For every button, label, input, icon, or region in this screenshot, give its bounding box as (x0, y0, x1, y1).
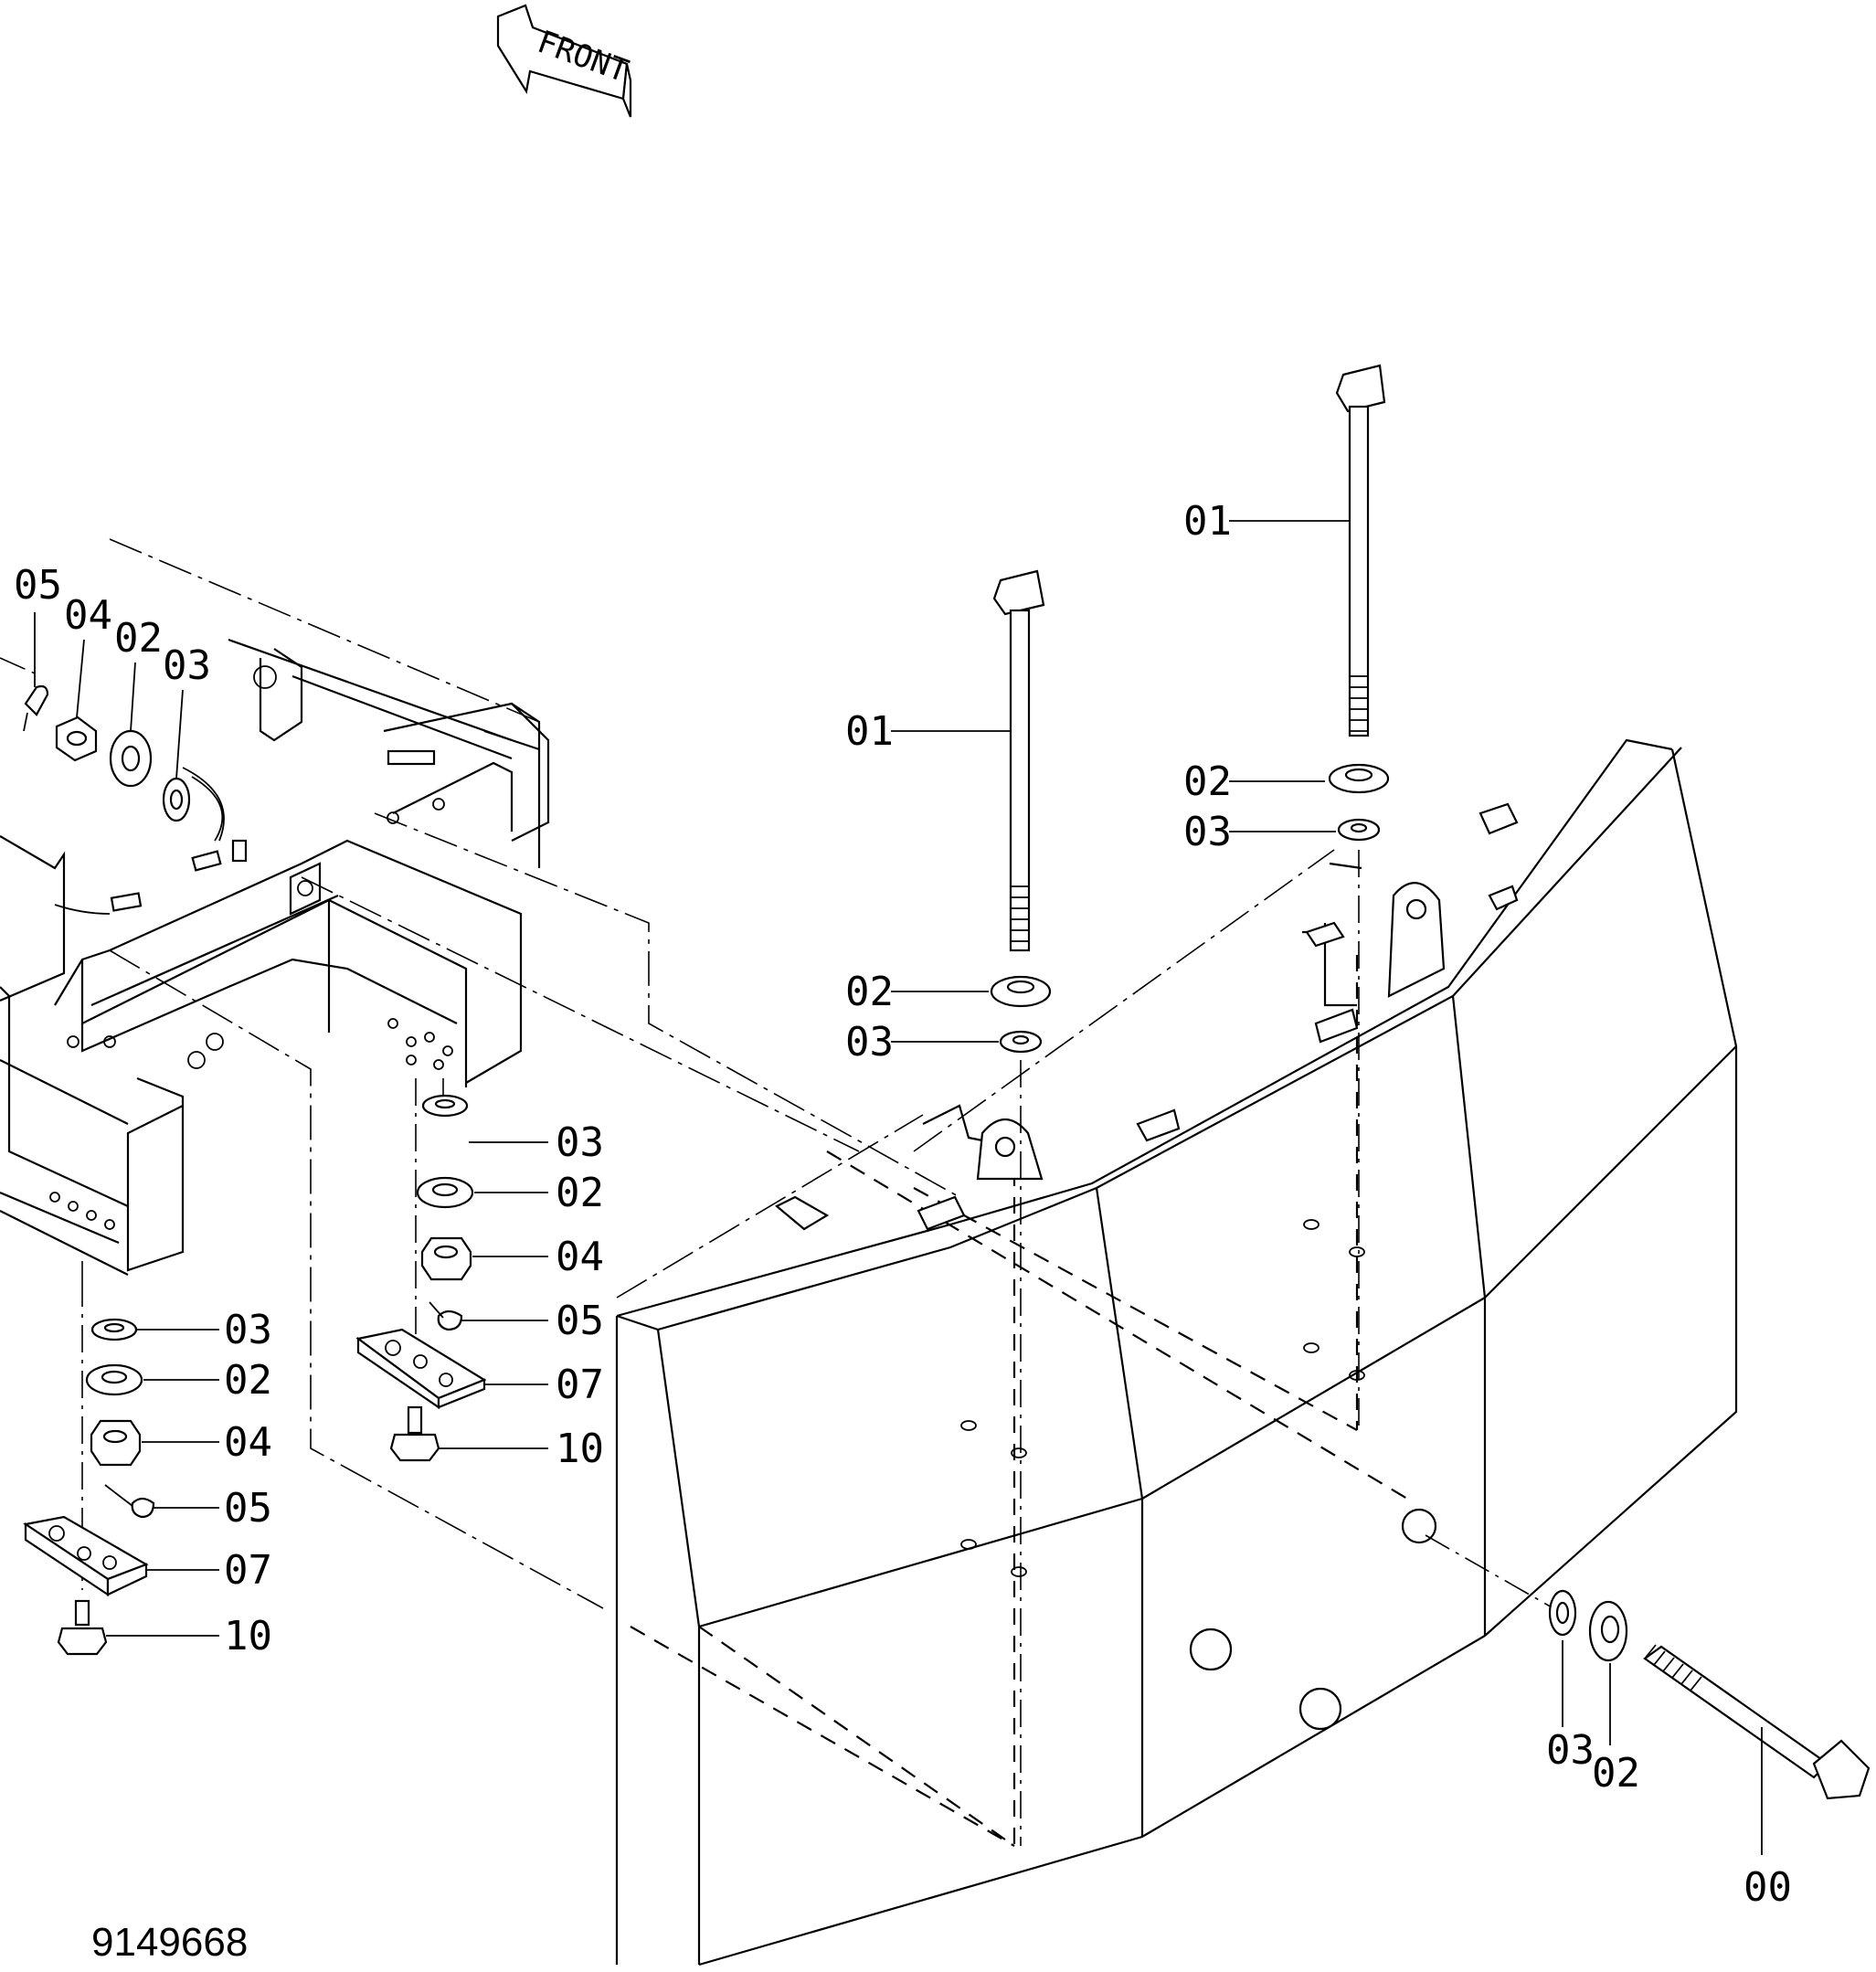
rear-lockwasher-callout: 03 (1546, 1727, 1595, 1774)
mid-screw-callout: 10 (556, 1426, 604, 1472)
counterweight (615, 738, 1738, 1967)
center-bolt-callout: 01 (845, 708, 894, 755)
mid-lockwasher-callout: 03 (556, 1119, 604, 1166)
assembly-path-center (301, 876, 860, 1152)
left-top-stack: 05 04 02 03 (0, 562, 224, 842)
mid-plate-callout: 07 (556, 1362, 604, 1408)
left-bottom-pin-callout: 05 (224, 1485, 272, 1532)
left-top-nut-callout: 04 (64, 592, 112, 639)
assembly-path-lower (109, 949, 604, 1609)
right-bolt-callout: 01 (1183, 498, 1232, 545)
left-bottom-plate-callout: 07 (224, 1547, 272, 1594)
drawing-number: 9149668 (91, 1920, 248, 1965)
left-bottom-washer-callout: 02 (224, 1357, 272, 1404)
mid-washer-callout: 02 (556, 1170, 604, 1216)
left-bottom-lockwasher-callout: 03 (224, 1307, 272, 1353)
center-bolt-stack: 01 02 03 (845, 569, 1052, 1846)
assembly-path-upper (374, 812, 960, 1198)
left-top-washer-callout: 02 (114, 615, 163, 662)
center-lockwasher-callout: 03 (845, 1019, 894, 1066)
rear-bolt-callout: 00 (1744, 1864, 1792, 1911)
front-arrow-icon: FRONT (496, 4, 633, 118)
left-top-pin-callout: 05 (14, 562, 62, 609)
right-lockwasher-callout: 03 (1183, 809, 1232, 855)
left-bottom-stack: 03 02 04 05 07 10 (23, 1261, 272, 1659)
center-washer-callout: 02 (845, 969, 894, 1015)
left-bottom-nut-callout: 04 (224, 1419, 272, 1466)
mid-pin-callout: 05 (556, 1298, 604, 1344)
left-top-lockwasher-callout: 03 (163, 642, 211, 689)
right-bolt-stack: 01 02 03 (1183, 364, 1390, 1426)
right-washer-callout: 02 (1183, 758, 1232, 805)
left-bottom-screw-callout: 10 (224, 1613, 272, 1659)
rear-bolt-stack: 03 02 00 (1425, 1534, 1871, 1911)
revolving-frame (0, 538, 550, 1276)
mid-stack: 03 02 04 05 07 10 (355, 1078, 604, 1472)
mid-nut-callout: 04 (556, 1234, 604, 1280)
rear-washer-callout: 02 (1592, 1750, 1640, 1797)
